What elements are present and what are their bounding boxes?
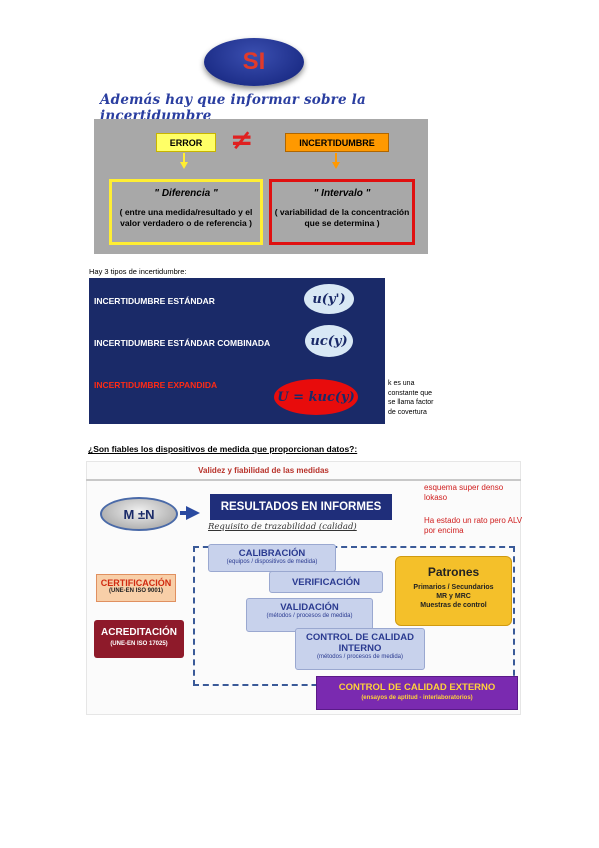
tipos-intro: Hay 3 tipos de incertidumbre: [89, 267, 187, 276]
acreditacion-box: ACREDITACIÓN (UNE-EN ISO 17025) [94, 620, 184, 658]
formula-expandida-text: U = kuc(y) [277, 389, 355, 405]
incertidumbre-expandida-label: INCERTIDUMBRE EXPANDIDA [94, 380, 218, 390]
si-badge: SI [204, 38, 304, 86]
arrow-right-icon [186, 506, 200, 520]
fiabilidad-question: ¿Son fiables los dispositivos de medida … [88, 444, 358, 454]
control-interno-box: CONTROL DE CALIDAD INTERNO (métodos / pr… [295, 628, 425, 670]
estado-annotation: Ha estado un rato pero ALV por encima [424, 516, 523, 535]
validacion-sub: (métodos / procesos de medida) [266, 613, 353, 619]
formula-estandar-text: u(y') [312, 291, 346, 307]
validacion-title: VALIDACIÓN [280, 602, 339, 613]
arrow-right-stem [180, 511, 188, 515]
control-externo-box: CONTROL DE CALIDAD EXTERNO (ensayos de a… [316, 676, 518, 710]
formula-expandida: U = kuc(y) [274, 379, 358, 415]
certificacion-title: CERTIFICACIÓN [100, 578, 172, 588]
patrones-title: Patrones [427, 565, 480, 579]
si-label: SI [242, 48, 266, 75]
not-equal-symbol: ≠ [230, 123, 254, 156]
diferencia-box: " Diferencia " ( entre una medida/result… [109, 179, 263, 245]
incertidumbre-estandar-label: INCERTIDUMBRE ESTÁNDAR [94, 296, 215, 306]
certificacion-sub: (UNE-EN ISO 9001) [108, 588, 163, 594]
verificacion-box: VERIFICACIÓN [269, 571, 383, 593]
medida-mn-oval: M ±N [100, 497, 178, 531]
patrones-line-3: Muestras de control [420, 602, 487, 609]
requisito-trazabilidad: Requisito de trazabilidad (calidad) [208, 522, 357, 532]
yellow-arrow-down-icon [180, 162, 188, 169]
control-externo-title: CONTROL DE CALIDAD EXTERNO [338, 682, 496, 693]
verificacion-title: VERIFICACIÓN [291, 576, 361, 588]
acreditacion-sub: (UNE-EN ISO 17025) [110, 641, 168, 647]
error-label-box: ERROR [156, 133, 216, 152]
diagram-title-divider [86, 479, 521, 481]
k-factor-note: k es una constante que se llama factor d… [388, 380, 434, 416]
yellow-arrow-stem [183, 153, 185, 163]
acreditacion-title: ACREDITACIÓN [101, 627, 177, 638]
control-interno-sub: (métodos / procesos de medida) [316, 654, 404, 660]
diagram-title: Validez y fiabilidad de las medidas [198, 466, 329, 475]
patrones-line-1: Primarios / Secundarios [413, 584, 494, 591]
incertidumbre-label-box: INCERTIDUMBRE [285, 133, 389, 152]
calibracion-sub: (equipos / dispositivos de medida) [226, 559, 318, 565]
formula-combinada-text: uc(y) [310, 333, 348, 349]
orange-arrow-down-icon [332, 162, 340, 169]
orange-arrow-stem [335, 153, 337, 163]
intervalo-body: ( variabilidad de la concentración que s… [274, 207, 410, 228]
diferencia-title: " Diferencia " [154, 188, 218, 199]
formula-combinada: uc(y) [305, 325, 353, 357]
intervalo-box: " Intervalo " ( variabilidad de la conce… [269, 179, 415, 245]
resultados-informes-box: RESULTADOS EN INFORMES [210, 494, 392, 520]
diferencia-body: ( entre una medida/resultado y el valor … [119, 207, 253, 228]
validacion-box: VALIDACIÓN (métodos / procesos de medida… [246, 598, 373, 632]
formula-estandar: u(y') [304, 284, 354, 314]
calibracion-box: CALIBRACIÓN (equipos / dispositivos de m… [208, 544, 336, 572]
incertidumbre-combinada-label: INCERTIDUMBRE ESTÁNDAR COMBINADA [94, 338, 271, 348]
calibracion-title: CALIBRACIÓN [238, 548, 306, 559]
intervalo-title: " Intervalo " [313, 188, 371, 199]
esquema-annotation: esquema super denso lokaso [424, 483, 504, 502]
patrones-line-2: MR y MRC [436, 593, 471, 600]
control-externo-sub: (ensayos de aptitud - interlaboratorios) [361, 695, 473, 701]
medida-mn-label: M ±N [123, 506, 155, 522]
patrones-box: Patrones Primarios / Secundarios MR y MR… [395, 556, 512, 626]
certificacion-box: CERTIFICACIÓN (UNE-EN ISO 9001) [96, 574, 176, 602]
control-interno-title: CONTROL DE CALIDAD INTERNO [305, 632, 415, 654]
